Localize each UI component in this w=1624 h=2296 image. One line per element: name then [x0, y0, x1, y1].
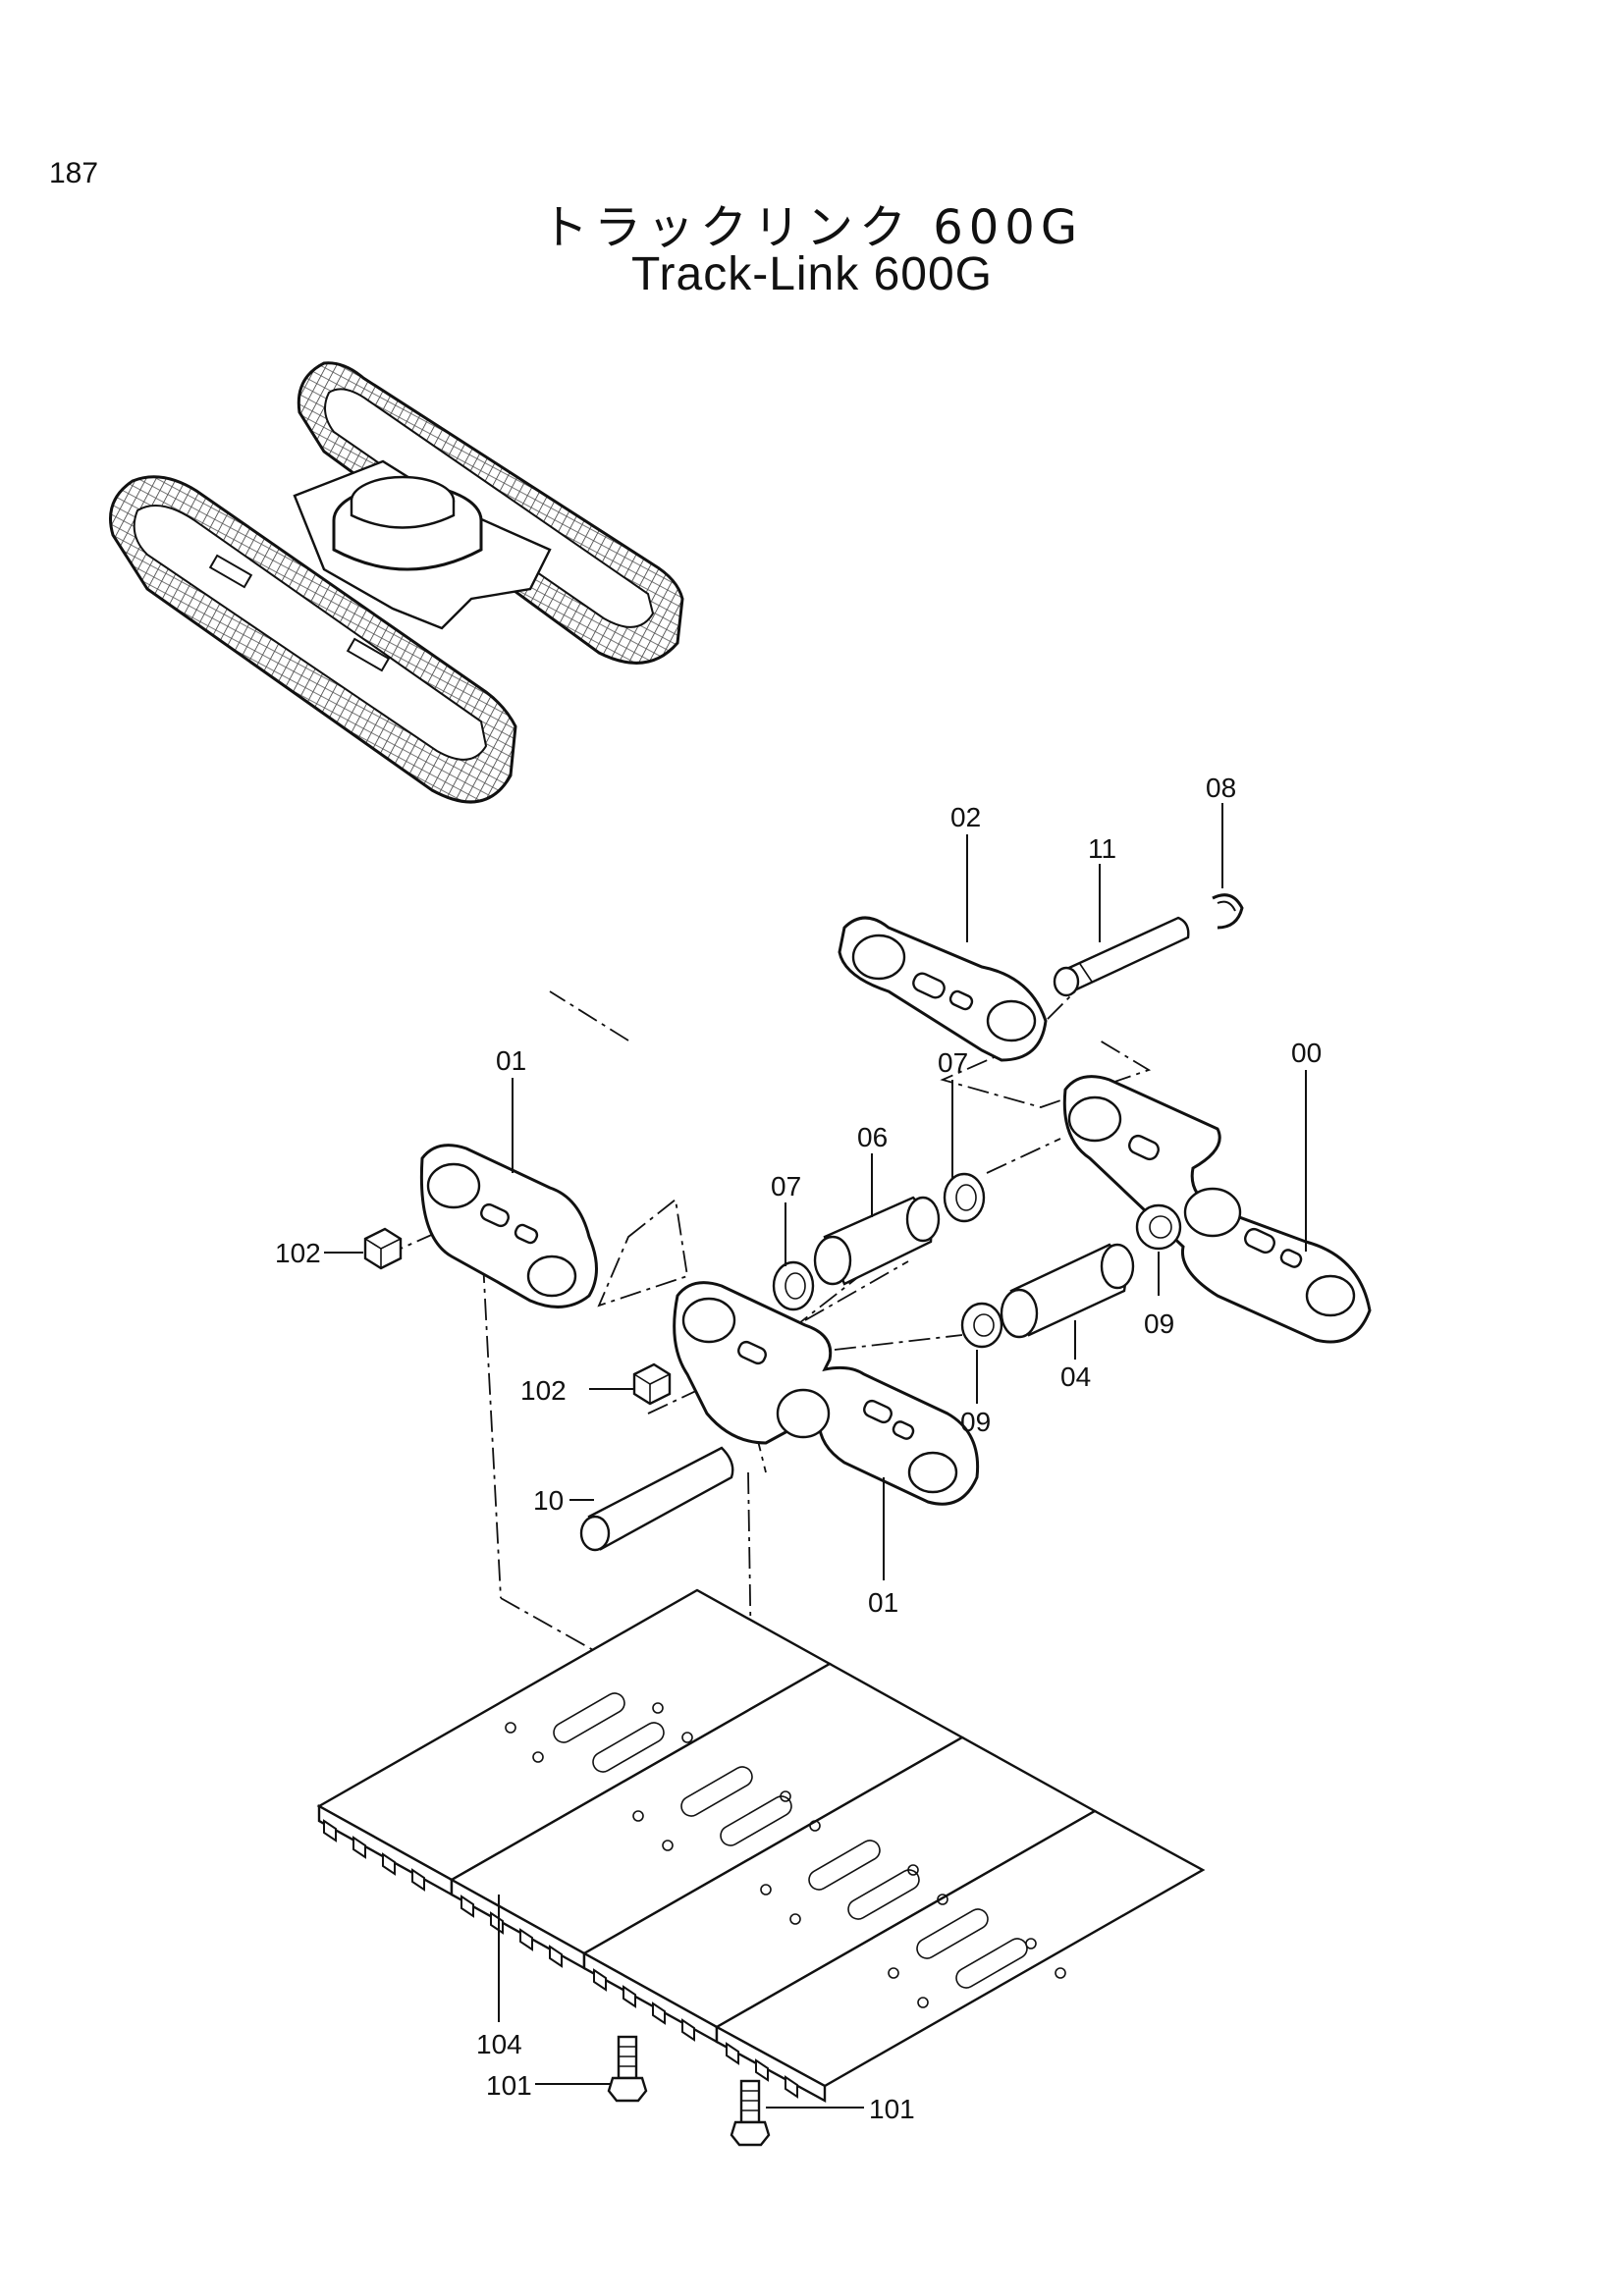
- seal-09-right: [1135, 1203, 1182, 1251]
- bolt-101-right: [730, 2079, 771, 2147]
- label-104: 104: [476, 2029, 522, 2059]
- link-02: [838, 916, 1048, 1062]
- seal-07-upper: [943, 1172, 986, 1223]
- label-101-right: 101: [869, 2094, 915, 2124]
- link-01-center: [673, 1281, 980, 1506]
- title-japanese: トラックリンク 600G: [540, 200, 1084, 255]
- label-00: 00: [1291, 1038, 1322, 1068]
- title-english: Track-Link 600G: [630, 248, 993, 300]
- label-02: 02: [950, 802, 981, 832]
- seal-09-center: [960, 1302, 1003, 1349]
- page-number: 187: [49, 157, 99, 189]
- label-09-center: 09: [960, 1407, 991, 1437]
- label-07-lower: 07: [771, 1171, 801, 1201]
- callout-leaders: [324, 803, 1307, 2109]
- pin-11: [1053, 916, 1190, 997]
- label-101-left: 101: [486, 2070, 532, 2101]
- label-04: 04: [1060, 1362, 1091, 1392]
- snap-ring-08: [1212, 893, 1244, 930]
- link-00: [1062, 1075, 1372, 1344]
- track-shoes-104: [316, 1588, 1206, 2104]
- label-102-upper: 102: [275, 1238, 321, 1268]
- label-01-center: 01: [868, 1587, 898, 1618]
- link-01-left: [419, 1144, 598, 1308]
- bolt-101-left: [607, 2035, 648, 2103]
- pin-10: [579, 1446, 734, 1552]
- label-11: 11: [1088, 833, 1116, 864]
- label-07-upper: 07: [938, 1047, 968, 1078]
- nut-102-upper: [363, 1227, 403, 1270]
- label-09-right: 09: [1144, 1308, 1174, 1339]
- bushing-06: [813, 1196, 941, 1286]
- seal-07-lower: [772, 1260, 815, 1311]
- undercarriage-overview-illustration: [109, 361, 684, 804]
- label-10: 10: [533, 1485, 564, 1516]
- nut-102-lower: [632, 1362, 672, 1406]
- label-102-lower: 102: [520, 1375, 567, 1406]
- label-01-left: 01: [496, 1045, 526, 1076]
- label-06: 06: [857, 1122, 888, 1152]
- label-08: 08: [1206, 773, 1236, 803]
- callout-labels: 02 11 08 01 00 07 06 07 09 04 09 01 102 …: [275, 773, 1322, 2124]
- bushing-04: [1000, 1243, 1135, 1339]
